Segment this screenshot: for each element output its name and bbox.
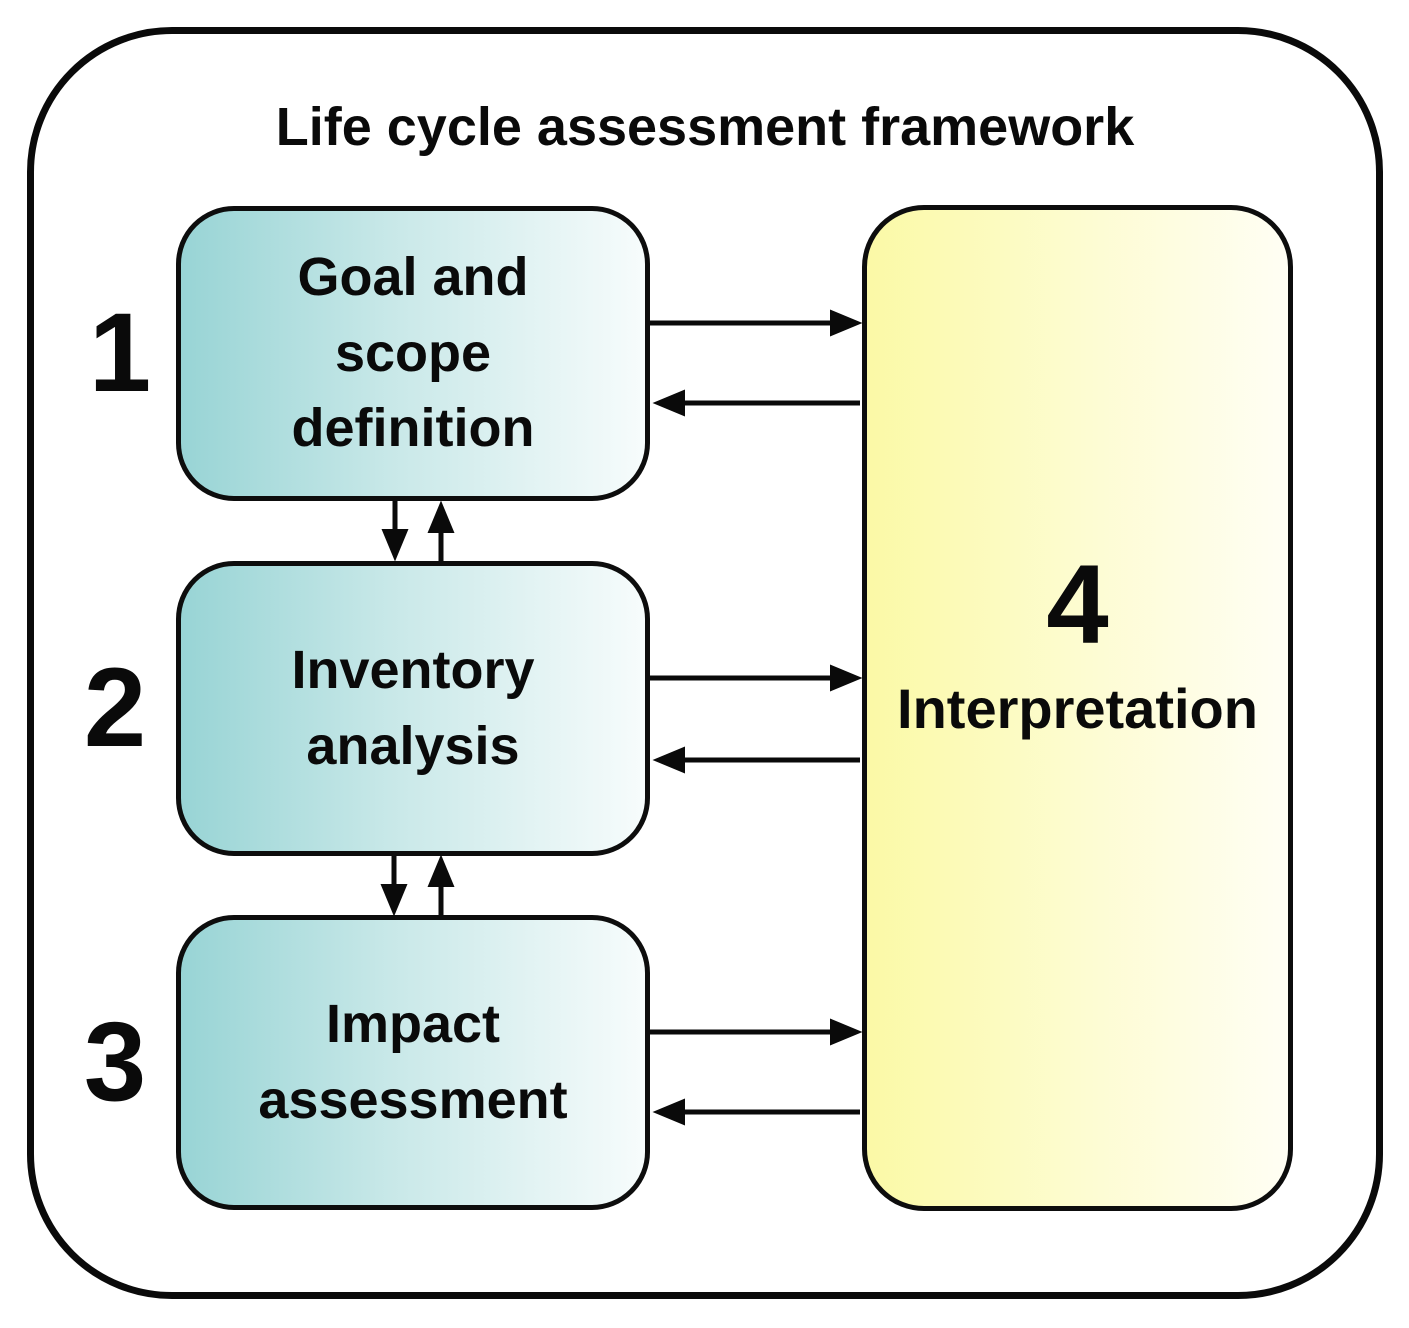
box-goal-and-scope: Goal and scope definition	[176, 206, 650, 501]
box-interpretation-label: Interpretation	[897, 677, 1258, 741]
step-number-4: 4	[1046, 542, 1109, 668]
box-impact-assessment: Impact assessment	[176, 915, 650, 1210]
box-interpretation: 4 Interpretation	[862, 205, 1293, 1211]
step-number-2: 2	[83, 645, 147, 770]
step-number-3: 3	[83, 999, 147, 1124]
box-inventory-analysis-label: Inventory analysis	[291, 639, 535, 776]
box-inventory-analysis: Inventory analysis	[176, 561, 650, 856]
box-goal-and-scope-label: Goal and scope definition	[291, 247, 535, 459]
step-number-1: 1	[88, 290, 152, 415]
framework-border	[27, 27, 1383, 1299]
box-impact-assessment-label: Impact assessment	[258, 993, 568, 1130]
interpretation-text-stack: 4 Interpretation	[897, 549, 1258, 742]
diagram-title: Life cycle assessment framework	[275, 97, 1135, 157]
